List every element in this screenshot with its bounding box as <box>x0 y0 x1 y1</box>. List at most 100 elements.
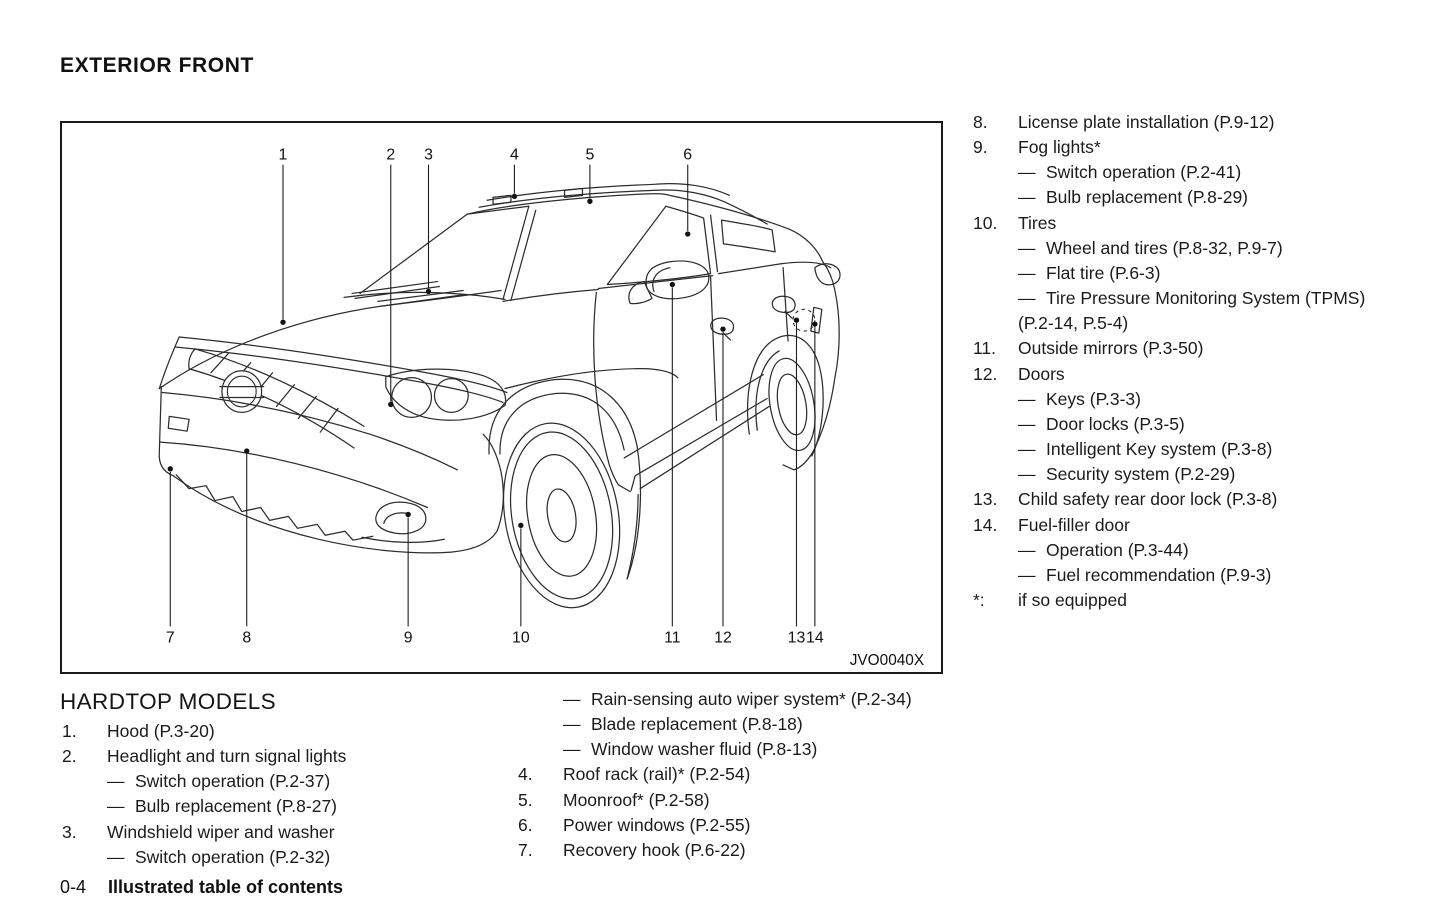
list-item-number <box>973 412 1018 437</box>
list-item: 1.Hood (P.3-20) <box>62 719 502 744</box>
callout-number: 9 <box>404 629 413 646</box>
list-item-text: Keys (P.3-3) <box>1046 388 1141 409</box>
list-item-text: Door locks (P.3-5) <box>1046 413 1185 434</box>
list-item-text: Power windows (P.2-55) <box>563 814 751 835</box>
list-item-dash: — <box>1018 564 1036 585</box>
vehicle-diagram: 1 2 3 4 5 6 7 8 9 10 11 12 13 14 JVO0040… <box>158 147 924 669</box>
front-wheel <box>488 378 642 609</box>
list-item: — Blade replacement (P.8-18) <box>518 712 958 737</box>
list-item-dash: — <box>1018 439 1036 460</box>
list-item: — Fuel recommendation (P.9-3) <box>973 563 1443 588</box>
list-item-number <box>973 185 1018 210</box>
list-item: —Wheel and tires (P.8-32, P.9-7) <box>973 236 1443 261</box>
list-item-number: 10. <box>973 212 998 233</box>
brand-badge <box>219 370 265 413</box>
callout-number: 5 <box>585 147 594 164</box>
exterior-front-index-list: 8. License plate installation (P.9-12) 9. F… <box>973 110 1443 613</box>
list-item-text: Security system (P.2-29) <box>1046 464 1236 485</box>
list-item: 10.Tires <box>973 211 1443 236</box>
list-item: — Intelligent Key system (P.3-8) <box>973 437 1443 462</box>
callout-number: 14 <box>806 629 824 646</box>
hardtop-index-list-left: 1.Hood (P.3-20)2.Headlight and turn sign… <box>62 719 502 870</box>
list-item: — Operation (P.3-44) <box>973 538 1443 563</box>
list-item: 13.Child safety rear door lock (P.3-8) <box>973 487 1443 512</box>
list-item: 12.Doors <box>973 362 1443 387</box>
front-bumper <box>158 385 504 554</box>
list-item-text: Fuel recommendation (P.9-3) <box>1046 564 1272 585</box>
list-item: 3.Windshield wiper and washer <box>62 820 502 845</box>
list-item-dash: — <box>563 714 581 735</box>
list-item-text: Switch operation (P.2-41) <box>1046 162 1242 183</box>
fuel-filler-door <box>792 306 823 334</box>
list-item-number: 2. <box>62 746 77 767</box>
list-item-number <box>973 311 1018 336</box>
list-item-text: Switch operation (P.2-37) <box>135 771 331 792</box>
hardtop-index-list-middle: —Rain-sensing auto wiper system* (P.2-34… <box>518 687 958 863</box>
list-item-number: 9. <box>973 137 988 158</box>
list-item: —Bulb replacement (P.8-29) <box>973 185 1443 210</box>
fog-light <box>361 501 446 543</box>
list-item-text: License plate installation (P.9-12) <box>1018 112 1275 132</box>
list-item-text: Blade replacement (P.8-18) <box>591 714 803 735</box>
list-item: — Tire Pressure Monitoring System (TPMS) <box>973 286 1443 311</box>
list-item-number <box>973 387 1018 412</box>
list-item-dash: — <box>107 771 125 792</box>
list-item-dash: — <box>563 689 581 709</box>
doors <box>593 267 796 493</box>
list-item-number: *: <box>973 589 985 610</box>
list-item-number <box>518 712 563 737</box>
list-item-text: Fuel-filler door <box>1018 514 1130 535</box>
list-item-text: Tire Pressure Monitoring System (TPMS) <box>1046 288 1366 309</box>
list-item-number: 7. <box>518 839 533 860</box>
list-item: — Door locks (P.3-5) <box>973 412 1443 437</box>
list-item-number <box>973 437 1018 462</box>
list-item: 14.Fuel-filler door <box>973 513 1443 538</box>
list-item-text: Doors <box>1018 363 1065 384</box>
list-item: 5.Moonroof* (P.2-58) <box>518 788 958 813</box>
callout-numbers: 1 2 3 4 5 6 7 8 9 10 11 12 13 14 <box>166 147 824 647</box>
list-item-number: 13. <box>973 489 998 510</box>
list-item-text: (P.2-14, P.5-4) <box>1018 313 1129 334</box>
list-item-text: Operation (P.3-44) <box>1046 539 1189 560</box>
list-item-number: 3. <box>62 821 77 842</box>
list-item-text: Fog lights* <box>1018 137 1101 158</box>
list-item: —Bulb replacement (P.8-27) <box>62 794 502 819</box>
list-item-text: Intelligent Key system (P.3-8) <box>1046 439 1273 460</box>
list-item: 6.Power windows (P.2-55) <box>518 813 958 838</box>
list-item: 4.Roof rack (rail)* (P.2-54) <box>518 762 958 787</box>
list-item: *: if so equipped <box>973 588 1443 613</box>
list-item-text: Switch operation (P.2-32) <box>135 846 331 867</box>
list-item: —Security system (P.2-29) <box>973 462 1443 487</box>
list-item-number <box>62 794 107 819</box>
list-item: — Switch operation (P.2-32) <box>62 845 502 870</box>
callout-number: 12 <box>714 629 732 646</box>
list-item: 9. Fog lights* <box>973 135 1443 160</box>
list-item: 7.Recovery hook (P.6-22) <box>518 838 958 863</box>
list-item-number <box>973 261 1018 286</box>
list-item-dash: — <box>107 846 125 867</box>
callout-number: 2 <box>386 147 395 164</box>
list-item-text: Bulb replacement (P.8-27) <box>135 796 338 817</box>
callout-number: 3 <box>424 147 433 164</box>
list-item-number: 8. <box>973 112 988 132</box>
list-item-dash: — <box>1018 539 1036 560</box>
callout-number: 8 <box>242 629 251 646</box>
callout-number: 7 <box>166 629 175 646</box>
page-title: EXTERIOR FRONT <box>60 54 254 77</box>
wiper-blades <box>351 280 466 307</box>
list-item: — Switch operation (P.2-37) <box>62 769 502 794</box>
list-item-text: Bulb replacement (P.8-29) <box>1046 187 1249 208</box>
list-item-text: if so equipped <box>1018 589 1127 610</box>
list-item-dash: — <box>1018 288 1036 309</box>
footer-section-title: Illustrated table of contents <box>108 877 344 897</box>
outside-mirror <box>628 260 710 305</box>
list-item: 2.Headlight and turn signal lights <box>62 744 502 769</box>
list-item: —Flat tire (P.6-3) <box>973 261 1443 286</box>
list-item-number <box>973 462 1018 487</box>
list-item-text: Flat tire (P.6-3) <box>1046 262 1161 283</box>
rear-quarter <box>746 228 841 471</box>
vehicle-diagram-frame: 1 2 3 4 5 6 7 8 9 10 11 12 13 14 JVO0040… <box>60 121 943 674</box>
list-item-dash: — <box>1018 413 1036 434</box>
list-item-text: Wheel and tires (P.8-32, P.9-7) <box>1046 237 1283 258</box>
